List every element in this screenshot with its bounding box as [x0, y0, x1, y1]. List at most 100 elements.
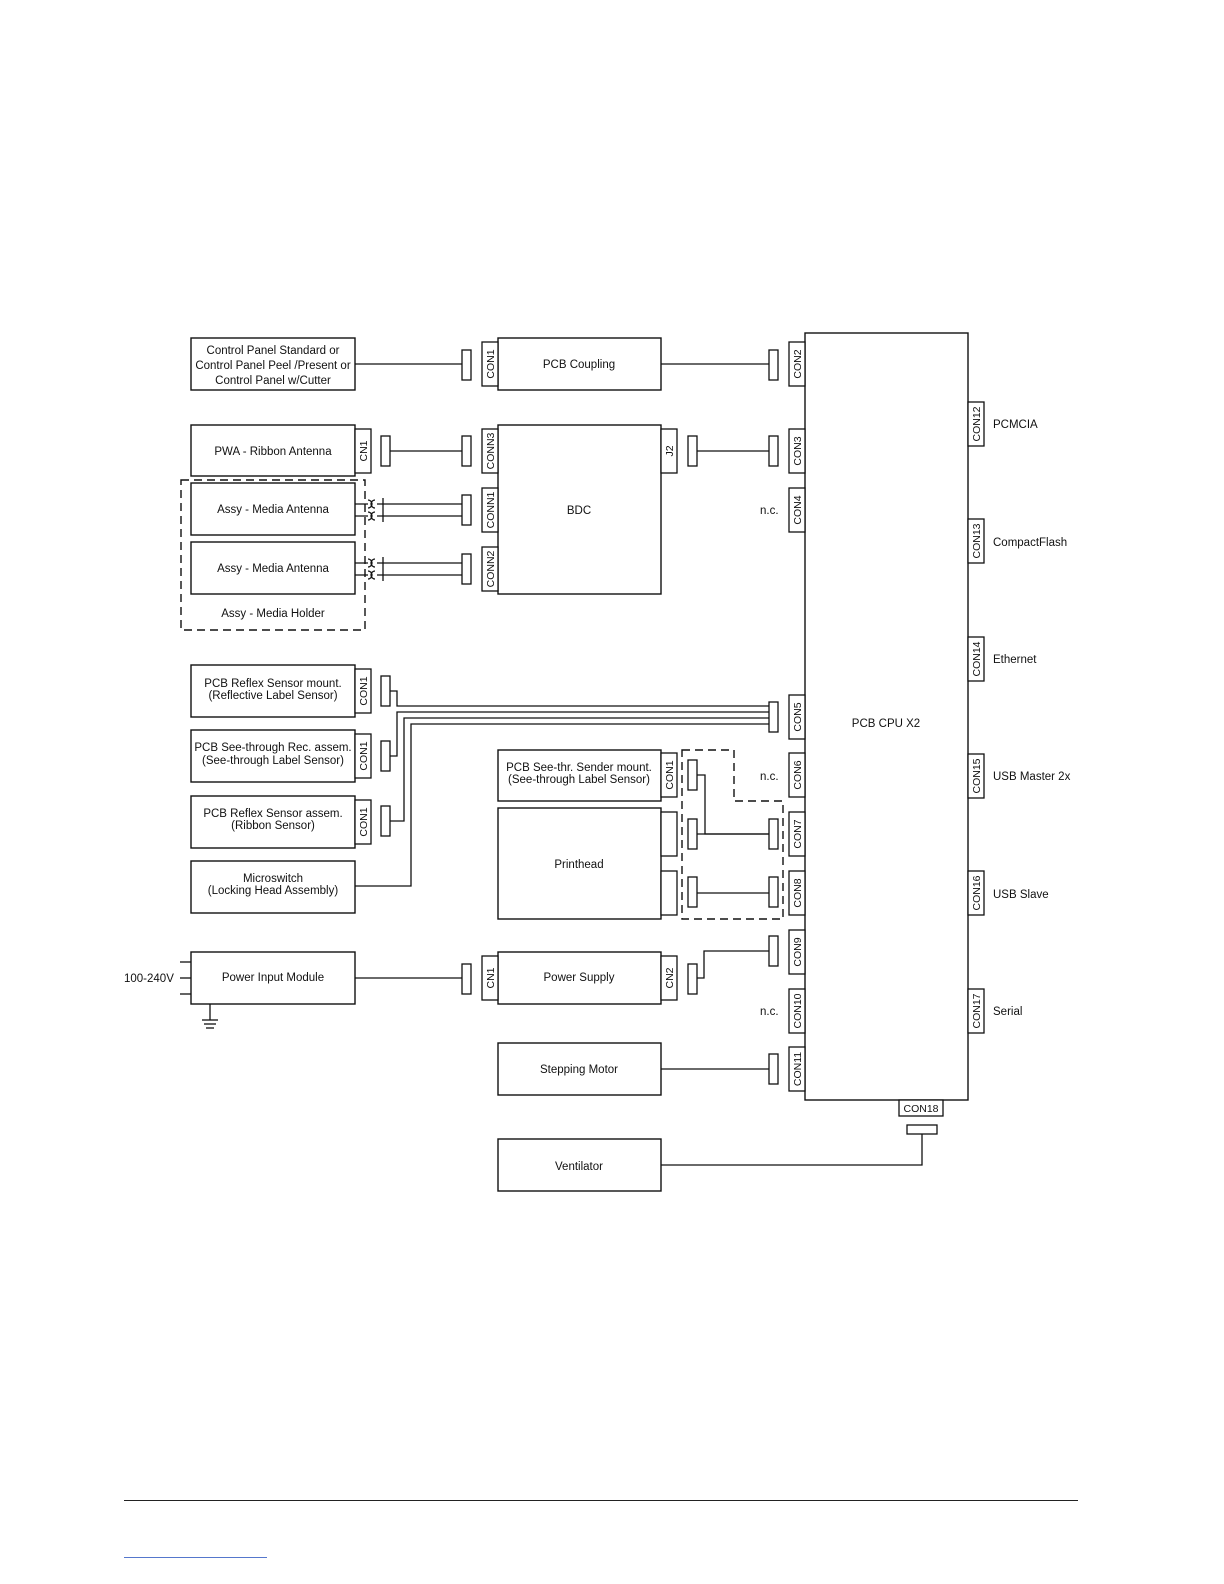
box-printhead: Printhead	[497, 807, 662, 920]
box-sender-mount: PCB See-thr. Sender mount. (See-through …	[497, 749, 662, 802]
reflex-assem-label-1: PCB Reflex Sensor assem.	[203, 808, 342, 820]
plug	[768, 876, 779, 908]
cpu-label: PCB CPU X2	[852, 718, 920, 730]
plug	[461, 494, 472, 526]
box-bdc: BDC	[497, 424, 662, 595]
plug	[687, 435, 698, 467]
box-microswitch: Microswitch (Locking Head Assembly)	[190, 860, 356, 914]
connector-con3: CON3	[788, 428, 806, 474]
con11-label: CON11	[792, 1052, 804, 1086]
con18-label: CON18	[903, 1103, 938, 1115]
connector-conn2: CONN2	[481, 546, 499, 592]
cn2-psu-label: CN2	[664, 967, 676, 988]
con2-label: CON2	[792, 349, 804, 378]
ethernet-label: Ethernet	[993, 654, 1037, 666]
nc-con4-label: n.c.	[760, 505, 779, 517]
bdc-label: BDC	[567, 505, 591, 517]
conn2-label: CONN2	[485, 550, 497, 587]
box-reflex-sensor-assem: PCB Reflex Sensor assem. (Ribbon Sensor)	[190, 795, 356, 849]
see-through-rec-label-1: PCB See-through Rec. assem.	[194, 742, 351, 754]
con1-coupling-label: CON1	[485, 349, 497, 378]
media-holder-label: Assy - Media Holder	[221, 608, 325, 620]
footer-link-underline[interactable]	[124, 1557, 267, 1558]
plug	[461, 963, 472, 995]
reflex-mount-label-1: PCB Reflex Sensor mount.	[204, 678, 341, 690]
connector-con14: CON14	[967, 636, 985, 682]
sender-mount-label-2: (See-through Label Sensor)	[508, 774, 650, 786]
wires	[180, 363, 923, 1166]
printhead-connector-group	[681, 749, 784, 920]
plug	[768, 818, 779, 850]
box-power-supply: Power Supply	[497, 951, 662, 1005]
media-antenna-1-label: Assy - Media Antenna	[217, 504, 329, 516]
connector-con6: CON6	[788, 752, 806, 798]
connector-cn1-psu: CN1	[481, 955, 499, 1001]
serial-label: Serial	[993, 1006, 1022, 1018]
connector-con1-reflex-mount: CON1	[354, 668, 372, 714]
con3-label: CON3	[792, 436, 804, 465]
plug	[461, 553, 472, 585]
plug	[768, 701, 779, 733]
pwa-ribbon-antenna-label: PWA - Ribbon Antenna	[214, 446, 332, 458]
connector-con7: CON7	[788, 811, 806, 857]
connector-con16: CON16	[967, 870, 985, 916]
conn1-label: CONN1	[485, 491, 497, 528]
con1-reflex-assem-label: CON1	[358, 807, 370, 836]
connector-con8: CON8	[788, 870, 806, 916]
pcmcia-label: PCMCIA	[993, 419, 1038, 431]
connector-conn3: CONN3	[481, 428, 499, 474]
compactflash-label: CompactFlash	[993, 537, 1067, 549]
connector-con1-reflex-assem: CON1	[354, 799, 372, 845]
conn3-label: CONN3	[485, 432, 497, 469]
plug	[461, 435, 472, 467]
con4-label: CON4	[792, 495, 804, 524]
con15-label: CON15	[971, 758, 983, 793]
plug	[768, 435, 779, 467]
box-pwa-ribbon-antenna: PWA - Ribbon Antenna	[190, 424, 356, 477]
connector-con1-coupling: CON1	[481, 341, 499, 387]
con8-label: CON8	[792, 878, 804, 907]
plug	[380, 805, 391, 837]
plug	[461, 349, 472, 381]
box-control-panel: Control Panel Standard or Control Panel …	[190, 337, 356, 391]
plug	[687, 876, 698, 908]
plug	[768, 1053, 779, 1085]
con7-label: CON7	[792, 819, 804, 848]
plug	[768, 935, 779, 967]
cn1-ribbon-label: CN1	[358, 440, 370, 461]
box-power-input-module: Power Input Module	[190, 951, 356, 1005]
connector-con18: CON18	[898, 1099, 944, 1117]
con1-see-through-label: CON1	[358, 741, 370, 770]
connector-con10: CON10	[788, 988, 806, 1034]
see-through-rec-label-2: (See-through Label Sensor)	[202, 755, 344, 767]
reflex-mount-label-2: (Reflective Label Sensor)	[208, 690, 337, 702]
plug	[687, 818, 698, 850]
connector-con1-sender: CON1	[660, 752, 678, 798]
connector-cn1-ribbon: CN1	[354, 428, 372, 474]
stepping-motor-label: Stepping Motor	[540, 1064, 618, 1076]
connector-printhead-upper	[660, 811, 678, 857]
ventilator-label: Ventilator	[555, 1161, 603, 1173]
box-ventilator: Ventilator	[497, 1138, 662, 1192]
plug	[687, 963, 698, 995]
footer-rule	[124, 1500, 1078, 1501]
usb-slave-label: USB Slave	[993, 889, 1049, 901]
plug	[906, 1124, 938, 1135]
usb-master-label: USB Master 2x	[993, 771, 1071, 783]
control-panel-label-3: Control Panel w/Cutter	[215, 375, 331, 387]
voltage-label: 100-240V	[124, 973, 174, 985]
con17-label: CON17	[971, 993, 983, 1028]
connector-cn2-psu: CN2	[660, 955, 678, 1001]
microswitch-label-1: Microswitch	[243, 873, 303, 885]
connector-con5: CON5	[788, 694, 806, 740]
con1-reflex-mount-label: CON1	[358, 676, 370, 705]
media-antenna-2-label: Assy - Media Antenna	[217, 563, 329, 575]
microswitch-label-2: (Locking Head Assembly)	[208, 885, 339, 897]
cn1-psu-label: CN1	[485, 967, 497, 988]
plug	[687, 759, 698, 791]
connector-con2: CON2	[788, 341, 806, 387]
connector-con9: CON9	[788, 929, 806, 975]
connector-con11: CON11	[788, 1046, 806, 1092]
connector-printhead-lower	[660, 870, 678, 916]
connector-j2: J2	[660, 428, 678, 474]
